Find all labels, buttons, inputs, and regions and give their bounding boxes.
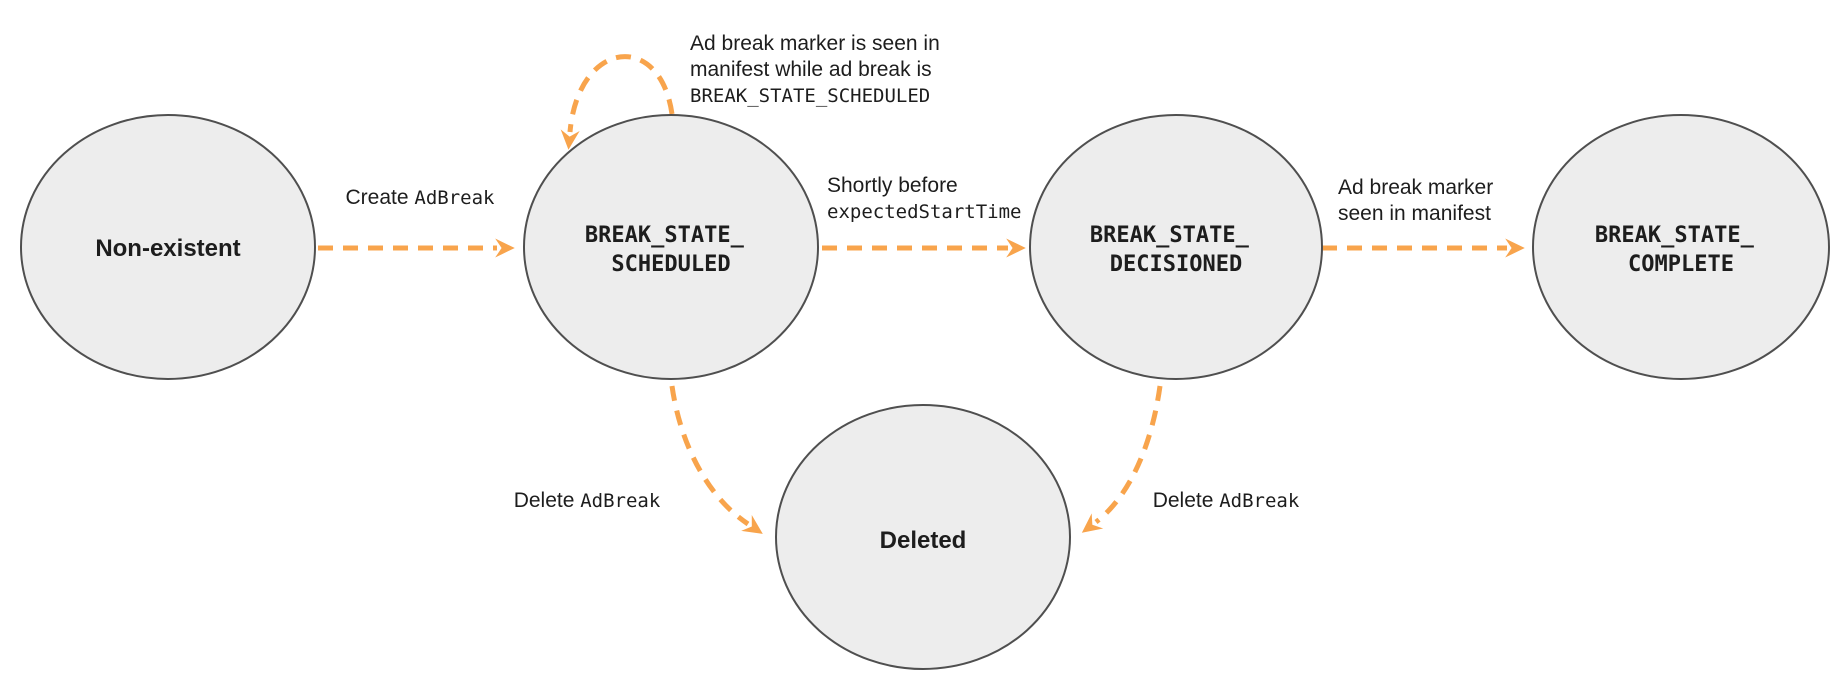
state-complete-label: BREAK_STATE_ COMPLETE — [1595, 223, 1767, 277]
state-nodes — [20, 114, 1830, 670]
transition-delete-left-label-prefix: Delete — [514, 489, 581, 512]
transition-self-loop-label-line1: Ad break marker is seen in — [690, 32, 940, 55]
transition-create-label-code: AdBreak — [414, 187, 495, 209]
state-non-existent-label: Non-existent — [95, 235, 240, 262]
transition-self-loop-label-line2: manifest while ad break is — [690, 58, 932, 81]
transition-complete-label-line1: Ad break marker — [1338, 176, 1493, 199]
transition-delete-left-label-code: AdBreak — [580, 490, 661, 512]
transition-complete-label: Ad break marker seen in manifest — [1338, 176, 1499, 225]
state-complete-label-line1: BREAK_STATE_ — [1595, 223, 1755, 248]
transition-decision-label-code: expectedStartTime — [827, 201, 1021, 223]
transition-labels: Create AdBreak Ad break marker is seen i… — [346, 32, 1499, 512]
transition-delete-right-arrow — [1081, 385, 1163, 533]
state-non-existent-circle — [20, 114, 316, 380]
state-complete-label-line2: COMPLETE — [1628, 252, 1734, 277]
state-labels: Non-existent BREAK_STATE_ SCHEDULED BREA… — [95, 223, 1767, 554]
transition-complete-label-line2: seen in manifest — [1338, 202, 1491, 225]
state-scheduled-label-line2: SCHEDULED — [611, 252, 730, 277]
state-scheduled-label-line1: BREAK_STATE_ — [585, 223, 745, 248]
transition-decision-label-line1: Shortly before — [827, 174, 958, 197]
transition-self-loop-arrow — [560, 54, 675, 150]
transition-arrows — [318, 54, 1525, 534]
state-deleted-circle — [775, 404, 1071, 670]
transition-create-label-prefix: Create — [346, 186, 415, 209]
transition-delete-right-label: Delete AdBreak — [1153, 489, 1300, 512]
transition-delete-left-arrow — [669, 385, 763, 534]
state-decisioned-label-line2: DECISIONED — [1110, 252, 1242, 277]
state-complete-circle — [1532, 114, 1830, 380]
state-decisioned-label-line1: BREAK_STATE_ — [1090, 223, 1250, 248]
transition-self-loop-label-code: BREAK_STATE_SCHEDULED — [690, 85, 930, 107]
transition-delete-right-label-code: AdBreak — [1219, 490, 1300, 512]
transition-create-label: Create AdBreak — [346, 186, 496, 209]
transition-self-loop-label: Ad break marker is seen in manifest whil… — [690, 32, 946, 107]
state-scheduled-label: BREAK_STATE_ SCHEDULED — [585, 223, 757, 277]
state-decisioned-label: BREAK_STATE_ DECISIONED — [1090, 223, 1262, 277]
state-decisioned-circle — [1029, 114, 1323, 380]
state-deleted-label: Deleted — [880, 527, 967, 554]
state-scheduled-circle — [523, 114, 819, 380]
transition-delete-left-label: Delete AdBreak — [514, 489, 661, 512]
transition-delete-right-label-prefix: Delete — [1153, 489, 1220, 512]
transition-decision-label: Shortly before expectedStartTime — [827, 174, 1021, 223]
